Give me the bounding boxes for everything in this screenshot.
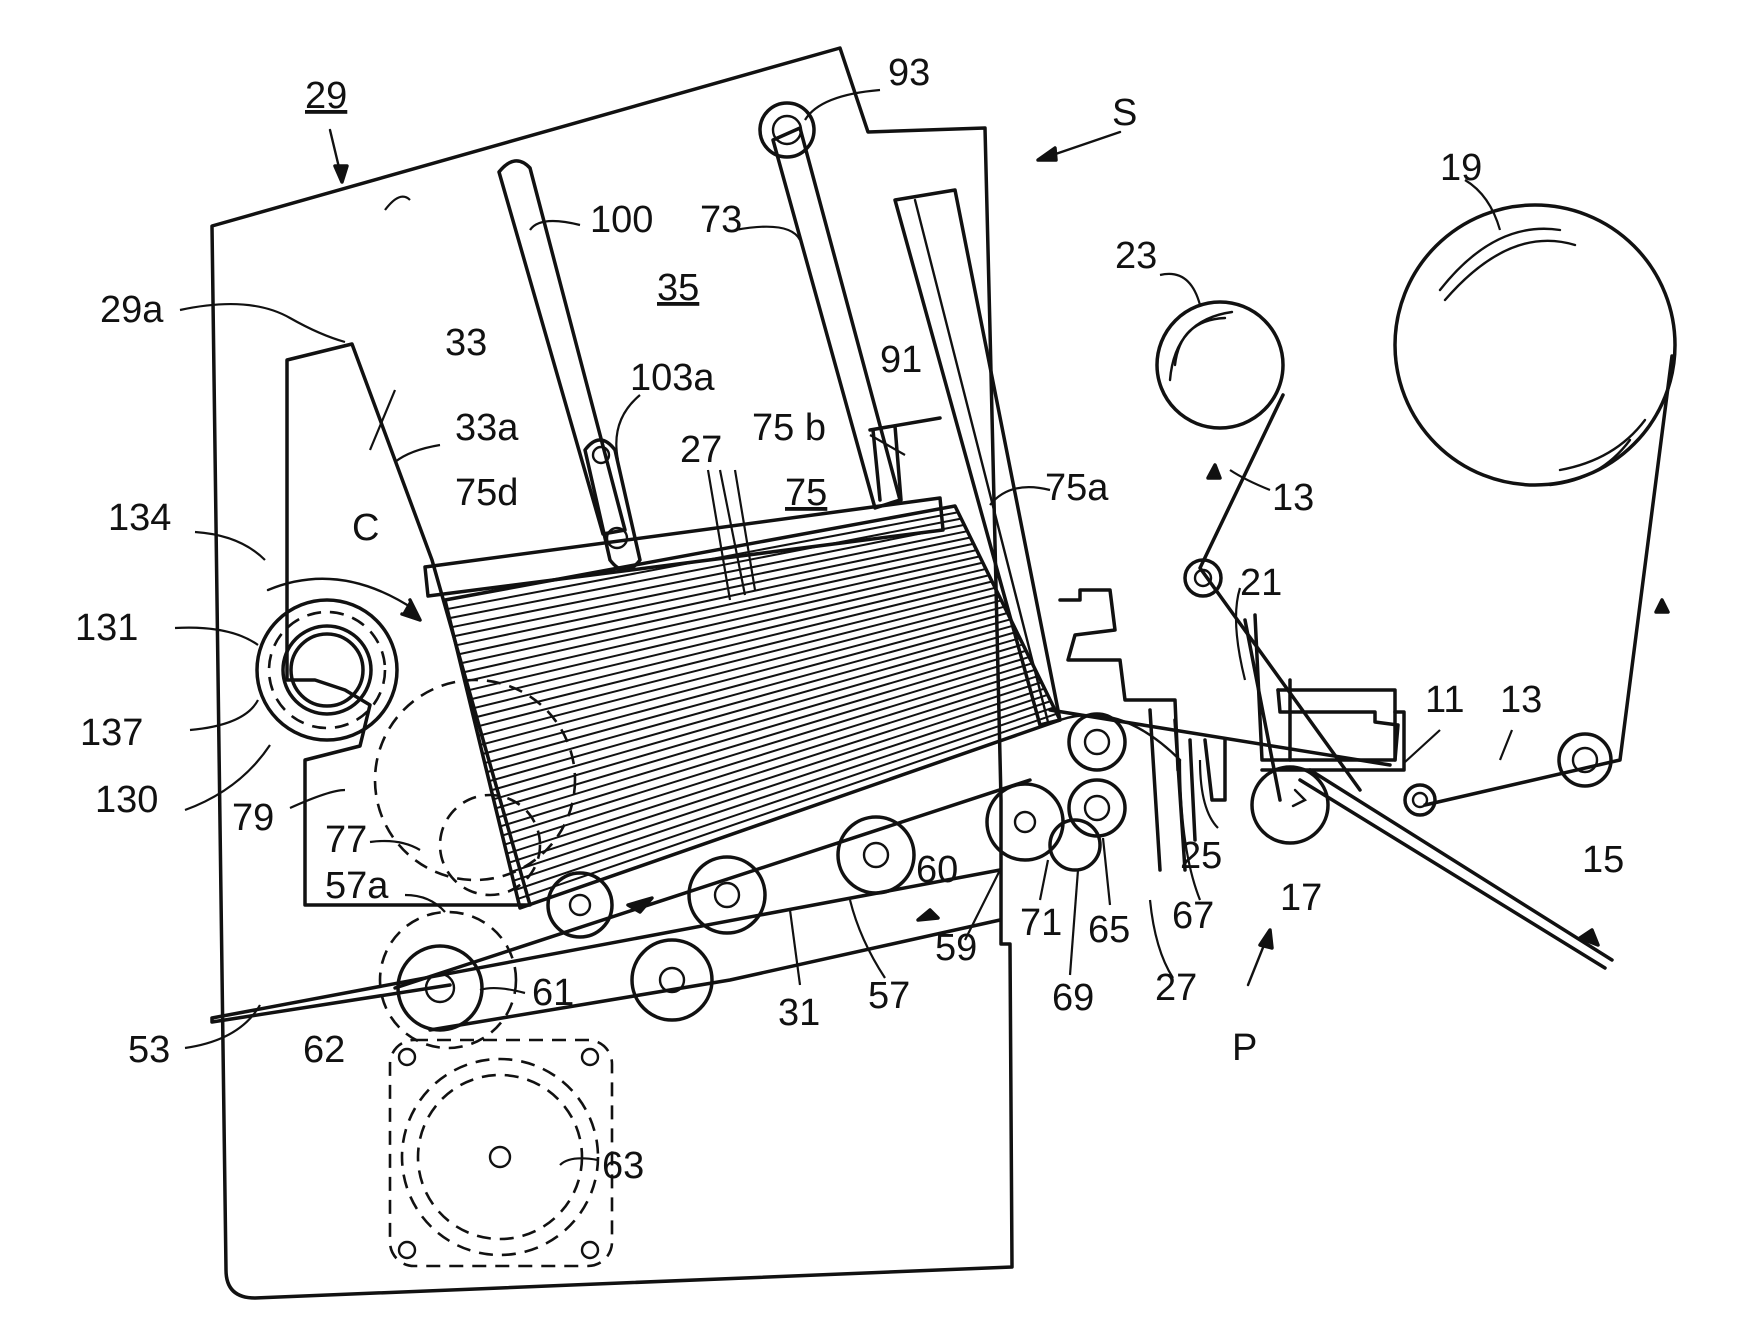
label-17: 17	[1280, 877, 1322, 919]
label-79: 79	[232, 797, 274, 839]
stacked-sheet	[452, 525, 965, 627]
roller-belt-4	[838, 817, 914, 893]
stacked-sheet	[509, 689, 1045, 863]
label-71: 71	[1020, 902, 1062, 944]
label-59: 59	[935, 927, 977, 969]
label-15: 15	[1582, 839, 1624, 881]
stacked-sheet	[513, 701, 1050, 881]
label-29: 29	[305, 75, 347, 117]
label-75: 75	[785, 472, 827, 514]
label-75b: 75 b	[752, 407, 826, 449]
reel-131-outer	[257, 600, 397, 740]
label-11: 11	[1425, 679, 1464, 721]
web-13-right	[1425, 356, 1672, 805]
feed-roller-17	[1252, 767, 1328, 843]
reference-labels: 29 29a 33 33a 35 93 S 100 73 103a 91 27 …	[75, 52, 1624, 1187]
motor-63-housing	[390, 1040, 612, 1266]
label-62: 62	[303, 1029, 345, 1071]
label-29a: 29a	[100, 289, 164, 331]
idler-roller-b	[1559, 734, 1611, 786]
label-69: 69	[1052, 977, 1094, 1019]
label-31: 31	[778, 992, 820, 1034]
label-57a: 57a	[325, 865, 389, 907]
label-19: 19	[1440, 147, 1482, 189]
stacked-sheet	[480, 607, 1004, 745]
motor-63	[402, 1059, 598, 1255]
label-63: 63	[602, 1145, 644, 1187]
label-25: 25	[1180, 835, 1222, 877]
label-60: 60	[916, 849, 958, 891]
label-27-top: 27	[680, 429, 722, 471]
label-130: 130	[95, 779, 158, 821]
label-67: 67	[1172, 895, 1214, 937]
idler-roller-c	[1405, 785, 1435, 815]
guide-rod-73	[773, 128, 900, 508]
label-77: 77	[325, 819, 367, 861]
roller-belt-2	[632, 940, 712, 1020]
reel-131-hub	[291, 634, 363, 706]
label-93: 93	[888, 52, 930, 94]
label-103a: 103a	[630, 357, 715, 399]
label-s: S	[1112, 92, 1137, 134]
label-75a: 75a	[1045, 467, 1109, 509]
label-23: 23	[1115, 235, 1157, 277]
stacked-sheet	[489, 632, 1017, 781]
label-75d: 75d	[455, 472, 518, 514]
label-c: C	[352, 507, 379, 549]
label-p: P	[1232, 1027, 1257, 1069]
roller-65	[1069, 780, 1125, 836]
label-21: 21	[1240, 562, 1282, 604]
label-91: 91	[880, 339, 922, 381]
label-65: 65	[1088, 909, 1130, 951]
stacked-sheet	[449, 519, 961, 619]
label-131: 131	[75, 607, 138, 649]
label-35: 35	[657, 267, 699, 309]
label-134: 134	[108, 497, 171, 539]
stacked-sheet	[511, 695, 1047, 872]
label-57: 57	[868, 975, 910, 1017]
incoming-sheet-15	[1300, 770, 1612, 968]
label-61: 61	[532, 972, 574, 1014]
label-33: 33	[445, 322, 487, 364]
stacked-sheet	[500, 663, 1032, 826]
label-100: 100	[590, 199, 653, 241]
pulley-93	[760, 103, 814, 157]
label-53: 53	[128, 1029, 170, 1071]
reel-19	[1395, 205, 1675, 485]
label-13-left: 13	[1272, 477, 1314, 519]
label-33a: 33a	[455, 407, 519, 449]
label-27-bottom: 27	[1155, 967, 1197, 1009]
label-13-right: 13	[1500, 679, 1542, 721]
stacked-sheet	[460, 550, 976, 663]
rotation-arrow-c	[268, 579, 415, 610]
label-73: 73	[700, 199, 742, 241]
label-137: 137	[80, 712, 143, 754]
stacked-sheet	[478, 600, 1001, 735]
